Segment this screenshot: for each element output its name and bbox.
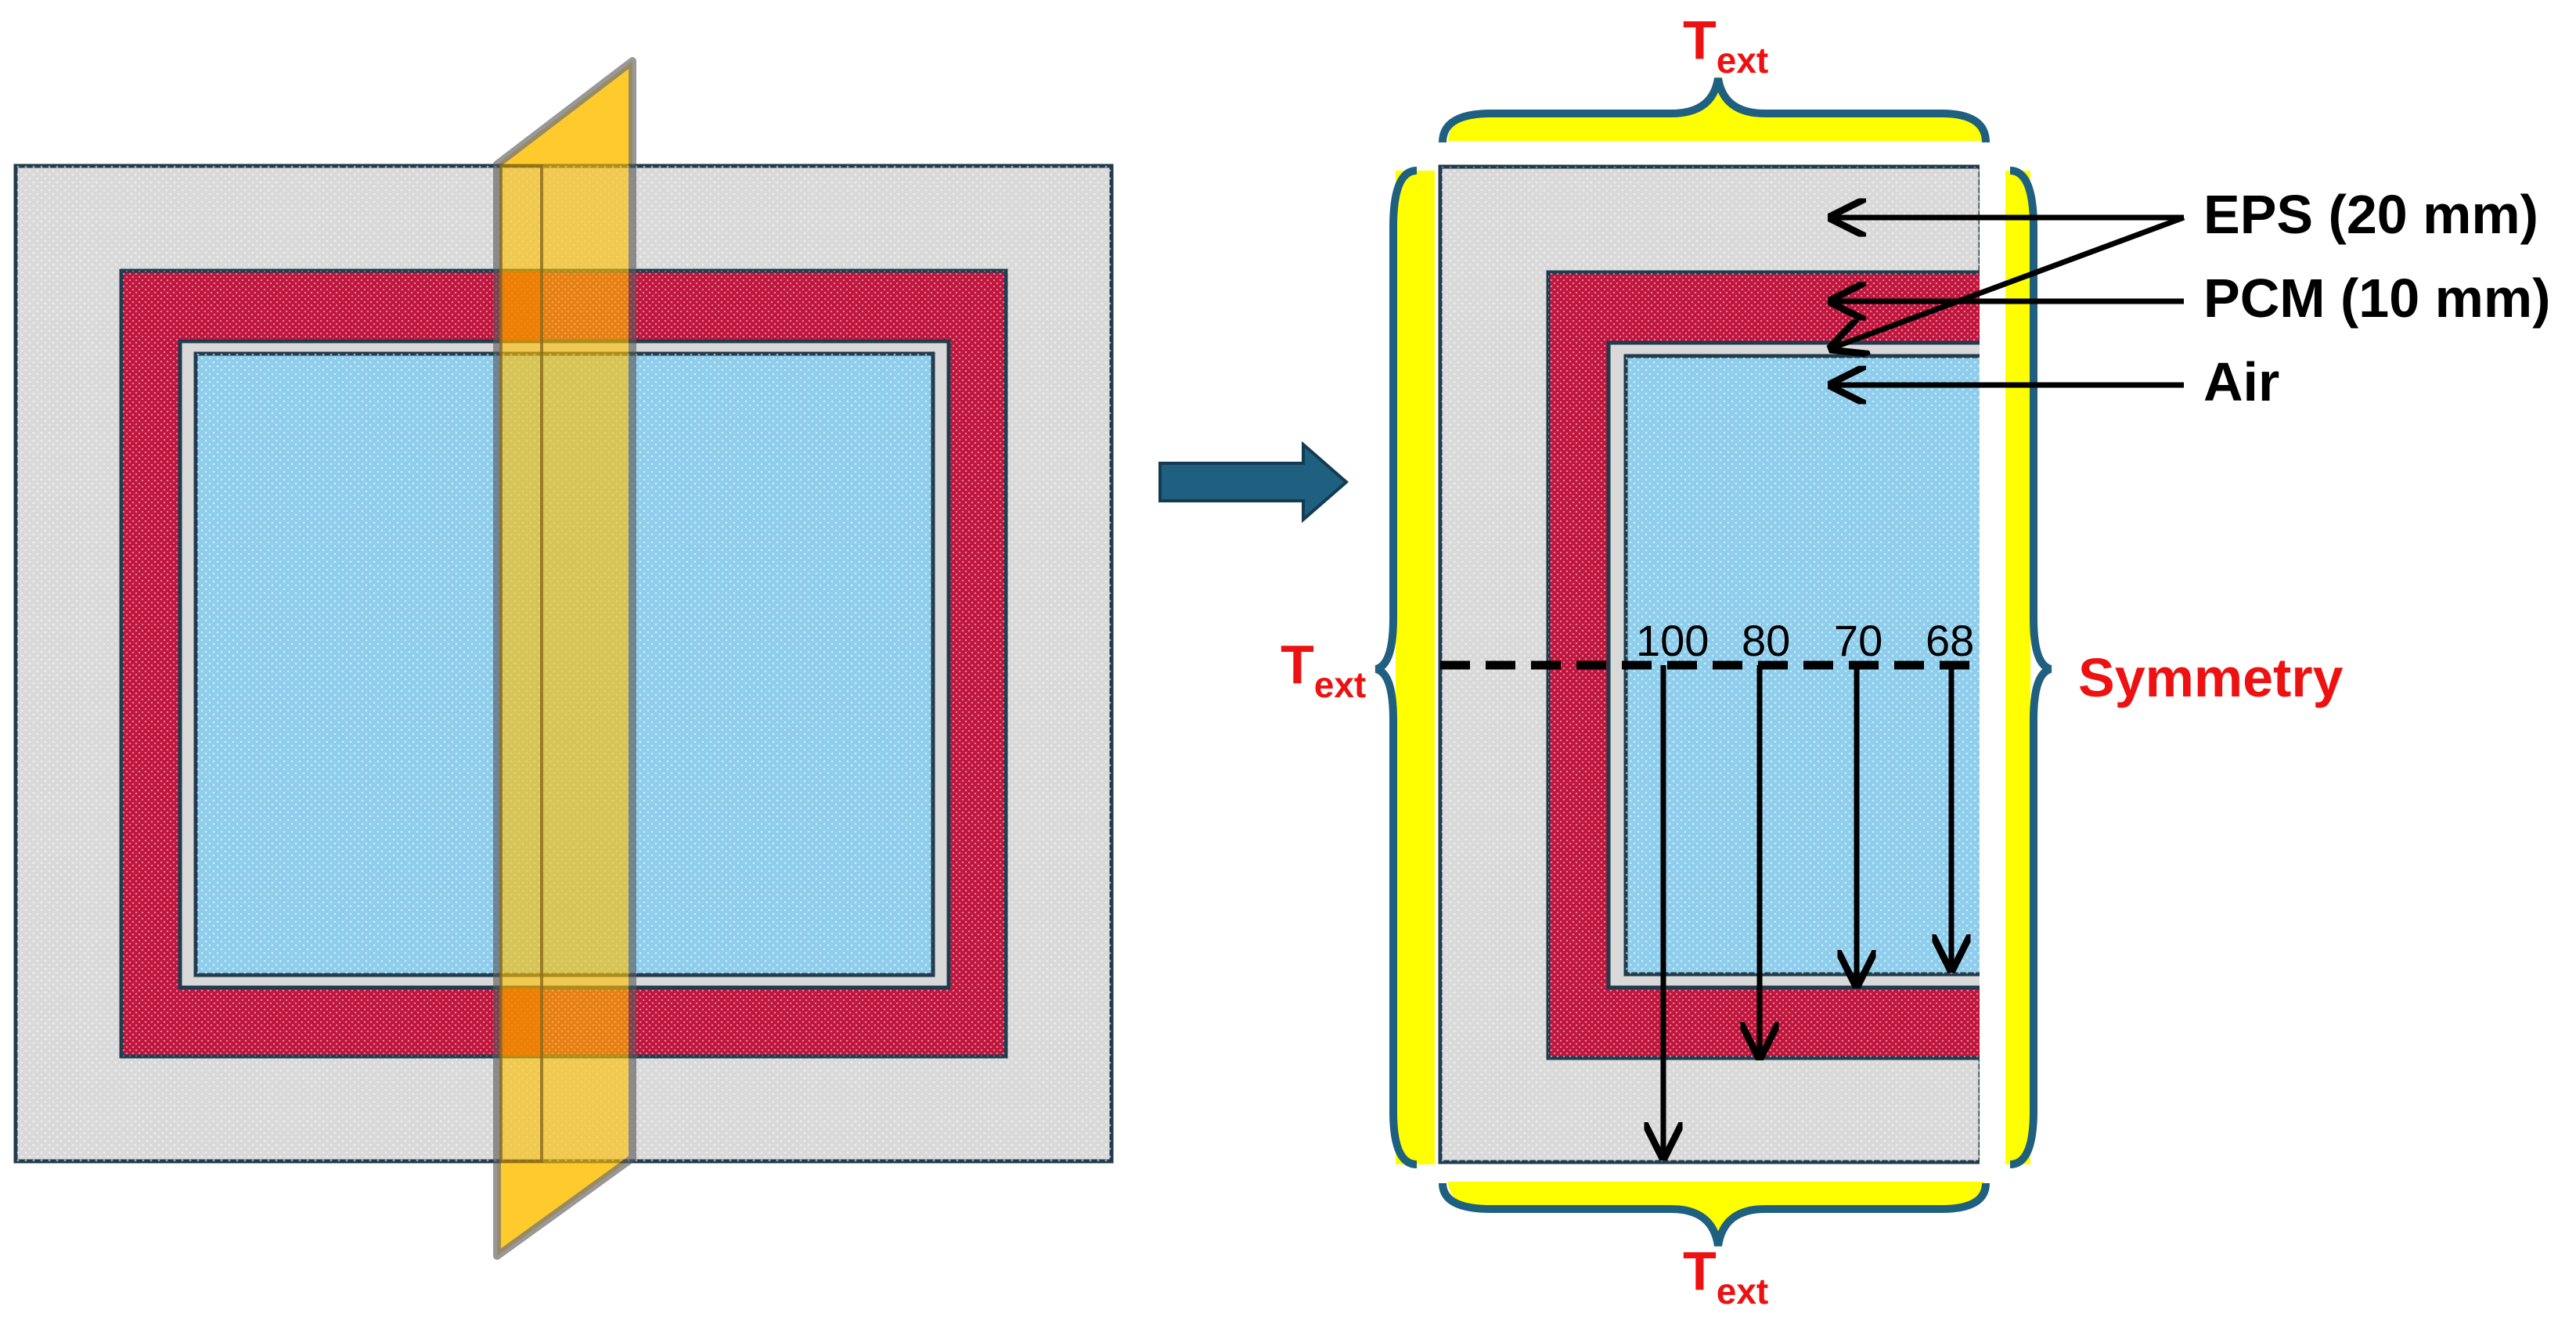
probe-label-80: 80 <box>1742 616 1790 665</box>
cut-plane-front <box>493 57 636 1260</box>
full-model <box>13 57 1114 1260</box>
probe-label-70: 70 <box>1834 616 1882 665</box>
highlight-bottom <box>1448 1182 1984 1246</box>
highlight-left <box>1396 171 1435 1164</box>
label-text-bottom: Text <box>1683 1240 1768 1312</box>
transition-arrow <box>1158 441 1349 524</box>
label-text-top: Text <box>1683 9 1768 81</box>
highlight-right <box>2005 171 2030 1164</box>
brace-top <box>1439 77 1990 143</box>
brace-left <box>1374 167 1418 1168</box>
label-air: Air <box>2203 351 2279 412</box>
label-eps: EPS (20 mm) <box>2203 184 2538 245</box>
label-text-left: Text <box>1281 634 1366 705</box>
brace-bottom <box>1439 1182 1990 1247</box>
label-symmetry: Symmetry <box>2078 647 2344 708</box>
pointer-eps-inner <box>1832 214 2185 348</box>
label-pcm: PCM (10 mm) <box>2203 268 2550 329</box>
highlight-top <box>1448 74 1984 141</box>
probe-label-68: 68 <box>1926 616 1974 665</box>
probe-label-100: 100 <box>1636 616 1709 665</box>
brace-right <box>2009 167 2052 1168</box>
half-model: 100 80 70 68 <box>1374 74 2185 1247</box>
